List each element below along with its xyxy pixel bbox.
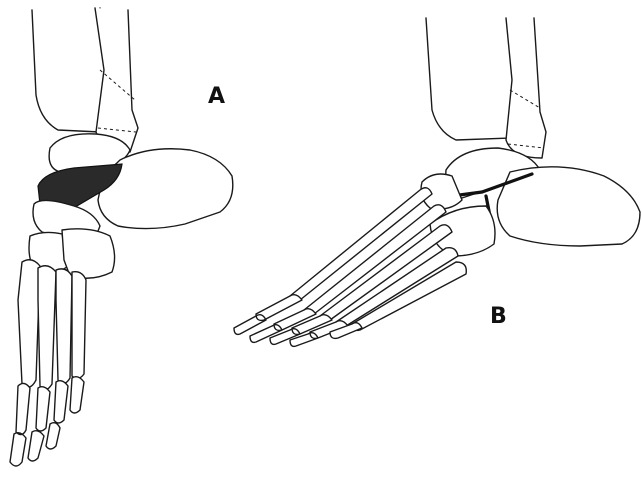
panel-a-foot: [10, 8, 233, 466]
panel-a-calcaneus: [98, 149, 233, 229]
panel-b-label: B: [490, 304, 507, 329]
panel-a-phalanx-4: [70, 377, 84, 413]
panel-a-cuboid: [62, 229, 115, 278]
panel-b-foot: [234, 18, 640, 346]
panel-a-phalanx-2: [28, 387, 50, 461]
panel-a-label: A: [208, 84, 225, 109]
panel-b-tibia: [426, 18, 516, 140]
panel-b-fibula: [506, 18, 546, 158]
panel-a-phalanx-1: [10, 383, 30, 466]
panel-a-metatarsal-3: [56, 269, 72, 384]
panel-a-metatarsal-4: [72, 272, 86, 379]
panel-a-metatarsal-2: [38, 266, 56, 390]
panel-a-metatarsal-1: [18, 260, 40, 387]
panel-a-tibia: [32, 8, 108, 132]
